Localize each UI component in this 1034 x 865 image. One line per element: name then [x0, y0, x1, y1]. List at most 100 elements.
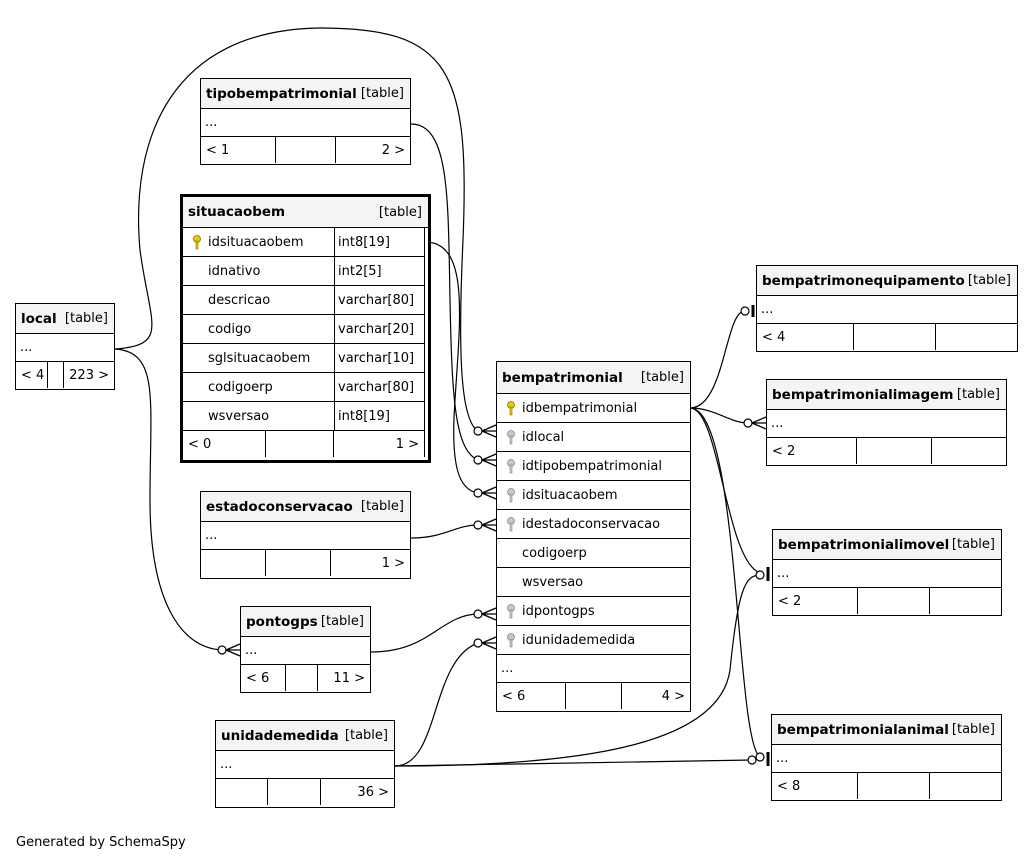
table-header: bempatrimonialimovel [table] — [773, 530, 1001, 560]
ellipsis-row: ... — [241, 637, 370, 665]
ellipsis: ... — [761, 302, 774, 317]
children-count[interactable] — [932, 438, 1006, 464]
column-row[interactable]: idlocal — [497, 423, 690, 452]
table-bempatrimonial[interactable]: bempatrimonial [table] idbempatrimonial … — [496, 361, 691, 712]
column-row[interactable]: idsituacaobem int8[19] — [183, 228, 424, 257]
table-bempatrimonequipamento[interactable]: bempatrimonequipamento [table] ... < 4 — [756, 265, 1018, 352]
table-name: pontogps — [246, 613, 318, 630]
table-kind: [table] — [640, 370, 684, 385]
ellipsis: ... — [20, 340, 33, 355]
table-unidademedida[interactable]: unidademedida [table] ... 36 > — [215, 720, 395, 808]
parents-count[interactable]: < 1 — [201, 137, 276, 163]
parents-count[interactable]: < 2 — [773, 588, 858, 614]
row-count — [857, 438, 932, 464]
column-row[interactable]: idtipobempatrimonial — [497, 452, 690, 481]
column-name: idbempatrimonial — [522, 400, 638, 416]
children-count[interactable] — [930, 588, 1001, 614]
table-local[interactable]: local [table] ... < 4 223 > — [15, 303, 115, 390]
table-tipobempatrimonial[interactable]: tipobempatrimonial [table] ... < 1 2 > — [200, 78, 411, 165]
foreign-key-icon — [507, 459, 515, 474]
column-row[interactable]: idsituacaobem — [497, 481, 690, 510]
table-estadoconservacao[interactable]: estadoconservacao [table] ... 1 > — [200, 491, 411, 579]
column-row[interactable]: descricao varchar[80] — [183, 286, 424, 315]
column-row[interactable]: sglsituacaobem varchar[10] — [183, 344, 424, 373]
children-count[interactable]: 1 > — [381, 555, 405, 571]
children-count[interactable]: 11 > — [333, 670, 365, 686]
column-row[interactable]: idestadoconservacao — [497, 510, 690, 539]
table-pontogps[interactable]: pontogps [table] ... < 6 11 > — [240, 606, 371, 693]
column-name: idlocal — [522, 429, 565, 445]
ellipsis-row: ... — [201, 109, 410, 137]
ellipsis: ... — [205, 528, 218, 543]
column-type: varchar[10] — [334, 344, 424, 372]
row-count — [286, 665, 318, 691]
table-footer: < 4 223 > — [16, 362, 114, 388]
ellipsis: ... — [245, 643, 258, 658]
parents-count[interactable]: < 4 — [16, 362, 48, 388]
table-name: unidademedida — [221, 727, 339, 744]
children-count[interactable]: 4 > — [661, 688, 685, 704]
ellipsis-row: ... — [773, 560, 1001, 588]
parents-count[interactable]: < 0 — [183, 431, 266, 457]
row-count — [276, 137, 336, 163]
table-footer: < 4 — [757, 324, 1017, 350]
column-row[interactable]: codigoerp — [497, 539, 690, 568]
column-row[interactable]: idunidademedida — [497, 626, 690, 655]
column-row[interactable]: idpontogps — [497, 597, 690, 626]
row-count — [268, 779, 321, 805]
column-name: codigoerp — [522, 545, 587, 561]
table-kind: [table] — [320, 614, 364, 629]
children-count[interactable]: 223 > — [69, 367, 109, 383]
table-header: bempatrimonialanimal [table] — [772, 715, 1001, 745]
table-footer: < 6 4 > — [497, 683, 690, 709]
column-type: varchar[80] — [334, 373, 424, 401]
table-name: situacaobem — [188, 204, 286, 220]
table-name: estadoconservacao — [206, 498, 353, 515]
parents-count[interactable]: < 6 — [497, 683, 566, 709]
column-name: idsituacaobem — [208, 234, 304, 250]
ellipsis: ... — [776, 751, 789, 766]
column-row[interactable]: wsversao — [497, 568, 690, 597]
parents-count[interactable]: < 8 — [772, 773, 858, 799]
row-count — [858, 588, 930, 614]
column-name: idtipobempatrimonial — [522, 458, 663, 474]
table-kind: [table] — [951, 537, 995, 552]
table-header: estadoconservacao [table] — [201, 492, 410, 522]
foreign-key-icon — [507, 517, 515, 532]
column-type: varchar[80] — [334, 286, 424, 314]
children-count[interactable] — [936, 324, 1017, 350]
table-situacaobem[interactable]: situacaobem [table] idsituacaobem int8[1… — [180, 194, 431, 463]
parents-count[interactable] — [216, 779, 268, 805]
table-bempatrimonialanimal[interactable]: bempatrimonialanimal [table] ... < 8 — [771, 714, 1002, 801]
column-row[interactable]: wsversao int8[19] — [183, 402, 424, 431]
table-name: tipobempatrimonial — [206, 85, 357, 102]
children-count[interactable] — [930, 773, 1001, 799]
table-bempatrimonialimagem[interactable]: bempatrimonialimagem [table] ... < 2 — [766, 379, 1007, 466]
column-name: idsituacaobem — [522, 487, 618, 503]
column-row[interactable]: codigoerp varchar[80] — [183, 373, 424, 402]
table-footer: 36 > — [216, 779, 394, 805]
parents-count[interactable]: < 6 — [241, 665, 286, 691]
parents-count[interactable] — [201, 550, 266, 576]
column-row[interactable]: idnativo int2[5] — [183, 257, 424, 286]
table-header: pontogps [table] — [241, 607, 370, 637]
column-type: int8[19] — [334, 228, 424, 256]
table-header: bempatrimonial [table] — [497, 362, 690, 394]
ellipsis: ... — [777, 566, 790, 581]
column-name: codigoerp — [208, 379, 273, 395]
table-kind: [table] — [64, 311, 108, 326]
children-count[interactable]: 1 > — [395, 436, 419, 452]
parents-count[interactable]: < 4 — [757, 324, 854, 350]
ellipsis-row: ... — [767, 410, 1006, 438]
table-kind: [table] — [951, 722, 995, 737]
ellipsis-row: ... — [16, 334, 114, 362]
column-row[interactable]: codigo varchar[20] — [183, 315, 424, 344]
column-row[interactable]: idbempatrimonial — [497, 394, 690, 423]
parents-count[interactable]: < 2 — [767, 438, 857, 464]
primary-key-icon — [193, 235, 201, 250]
table-kind: [table] — [378, 204, 422, 220]
table-footer: < 2 — [767, 438, 1006, 464]
children-count[interactable]: 36 > — [357, 784, 389, 800]
table-bempatrimonialimovel[interactable]: bempatrimonialimovel [table] ... < 2 — [772, 529, 1002, 616]
children-count[interactable]: 2 > — [381, 142, 405, 158]
